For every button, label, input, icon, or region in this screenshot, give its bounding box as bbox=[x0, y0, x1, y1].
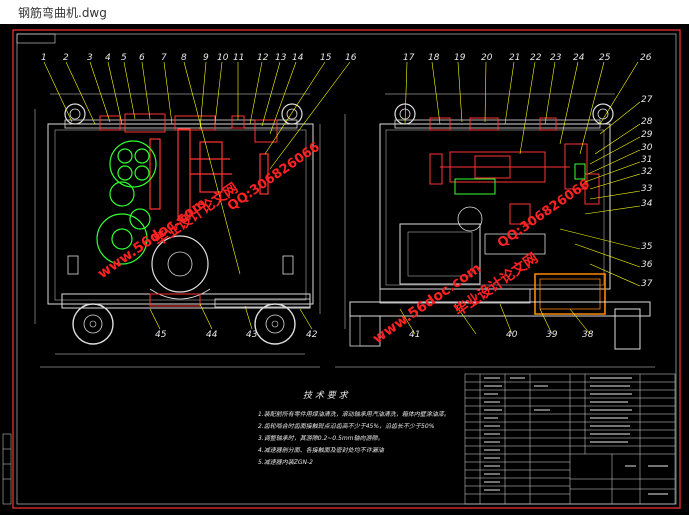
callout-number: 36 bbox=[641, 260, 653, 270]
callout-number: 28 bbox=[641, 117, 653, 127]
callout-number: 1 bbox=[41, 53, 47, 63]
callout-number: 29 bbox=[641, 130, 653, 140]
callout-number: 15 bbox=[320, 53, 332, 63]
callout-number: 13 bbox=[275, 53, 287, 63]
callout-number: 30 bbox=[641, 143, 653, 153]
callout-number: 11 bbox=[233, 53, 245, 63]
right-view bbox=[335, 61, 655, 368]
callout-number: 44 bbox=[206, 330, 218, 340]
left-border-marks bbox=[2, 433, 12, 505]
callout-number: 14 bbox=[292, 53, 304, 63]
callout-number: 18 bbox=[428, 53, 440, 63]
cad-drawing bbox=[2, 29, 681, 509]
callout-number: 33 bbox=[641, 184, 653, 194]
callout-number: 20 bbox=[481, 53, 493, 63]
callout-number: 26 bbox=[640, 53, 652, 63]
note-line: 4.减速器剖分面、各接触面及密封处均不许漏油 bbox=[258, 447, 384, 454]
left-view bbox=[34, 61, 351, 368]
callout-number: 45 bbox=[155, 330, 167, 340]
callout-number: 40 bbox=[506, 330, 518, 340]
callout-number: 6 bbox=[139, 53, 145, 63]
callout-number: 35 bbox=[641, 242, 653, 252]
callout-number: 5 bbox=[121, 53, 127, 63]
callout-number: 24 bbox=[573, 53, 585, 63]
callout-number: 4 bbox=[105, 53, 111, 63]
note-line: 5.减速器内装ZGN-2 bbox=[258, 459, 313, 466]
callout-number: 21 bbox=[509, 53, 521, 63]
callout-number: 9 bbox=[203, 53, 209, 63]
window-title: 钢筋弯曲机.dwg bbox=[18, 6, 107, 20]
notes-title: 技 术 要 求 bbox=[303, 391, 348, 401]
callout-number: 17 bbox=[403, 53, 415, 63]
callout-number: 16 bbox=[345, 53, 357, 63]
corner-label-box bbox=[16, 33, 56, 44]
callout-number: 7 bbox=[161, 53, 167, 63]
callout-number: 38 bbox=[582, 330, 594, 340]
outer-frame bbox=[12, 29, 681, 509]
callout-number: 32 bbox=[641, 167, 653, 177]
callout-number: 2 bbox=[63, 53, 69, 63]
note-line: 1.装配前所有零件用煤油清洗，滚动轴承用汽油清洗，箱体内壁涂油漆。 bbox=[258, 411, 450, 418]
callout-number: 10 bbox=[217, 53, 229, 63]
title-block bbox=[464, 373, 676, 505]
callout-number: 12 bbox=[257, 53, 269, 63]
inner-frame bbox=[16, 33, 677, 505]
callout-number: 23 bbox=[550, 53, 562, 63]
callout-number: 8 bbox=[181, 53, 187, 63]
window-title-bar: 钢筋弯曲机.dwg bbox=[0, 0, 689, 24]
drawing-canvas[interactable]: 1 2 3 4 5 6 7 8 9 10 11 12 13 14 15 16 1… bbox=[0, 24, 689, 515]
callout-number: 25 bbox=[599, 53, 611, 63]
callout-number: 43 bbox=[246, 330, 258, 340]
callout-number: 19 bbox=[454, 53, 466, 63]
callout-number: 27 bbox=[641, 95, 653, 105]
note-line: 2.齿轮啮合时齿面接触斑点沿齿高不少于45%，沿齿长不少于50% bbox=[258, 423, 435, 430]
callout-number: 22 bbox=[530, 53, 542, 63]
callout-number: 41 bbox=[409, 330, 421, 340]
callout-number: 39 bbox=[546, 330, 558, 340]
callout-number: 34 bbox=[641, 199, 653, 209]
title-block-rows bbox=[465, 381, 675, 495]
note-line: 3.调整轴承时，其游隙0.2~0.5mm轴向游隙。 bbox=[258, 435, 384, 442]
callout-number: 31 bbox=[641, 155, 653, 165]
callout-number: 3 bbox=[87, 53, 93, 63]
title-block-text-strokes bbox=[484, 377, 668, 495]
callout-number: 37 bbox=[641, 279, 653, 289]
callout-number: 42 bbox=[306, 330, 318, 340]
technical-notes: 技 术 要 求 1.装配前所有零件用煤油清洗，滚动轴承用汽油清洗，箱体内壁涂油漆… bbox=[258, 388, 458, 469]
